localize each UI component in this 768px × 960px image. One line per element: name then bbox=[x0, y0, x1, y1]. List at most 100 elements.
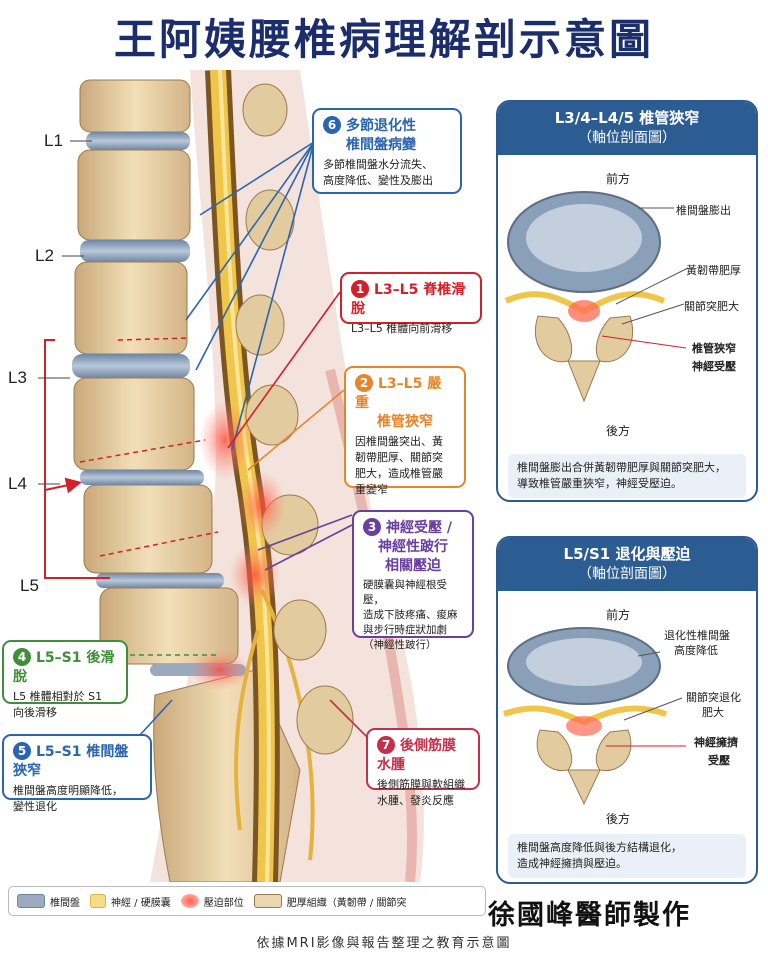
callout-number: 6 bbox=[323, 116, 341, 134]
spine-illustration bbox=[38, 70, 424, 882]
legend-item-disc: 椎間盤 bbox=[17, 894, 80, 909]
caption-line2: 導致椎管嚴重狹窄，神經受壓迫。 bbox=[517, 477, 682, 490]
label-ligamentum-flavum: 黃韌帶肥厚 bbox=[686, 264, 741, 277]
label-degenerative-disc-line2: 高度降低 bbox=[674, 644, 718, 657]
callout-desc-2: 造成下肢疼痛、痠麻 bbox=[363, 609, 458, 621]
legend-label: 壓迫部位 bbox=[203, 897, 244, 909]
label-stenosis: 椎管狹窄 bbox=[692, 342, 736, 355]
label-facet-hypertrophy: 關節突肥大 bbox=[684, 300, 739, 313]
legend-item-nerve: 神經 / 硬膜囊 bbox=[90, 894, 171, 909]
leader-lines bbox=[130, 141, 371, 741]
label-l4: L4 bbox=[8, 474, 27, 493]
callout-number: 1 bbox=[351, 280, 369, 298]
callout-desc-1: 硬膜囊與神經根受壓， bbox=[363, 579, 447, 606]
callout-number: 7 bbox=[377, 736, 395, 754]
callout-desc: L3–L5 椎體向前滑移 bbox=[351, 322, 453, 335]
callout-desc-3: 與步行時症狀加劇 bbox=[363, 624, 447, 636]
callout-title: L5–S1 椎間盤狹窄 bbox=[13, 744, 129, 779]
label-nerve-compression: 神經受壓 bbox=[692, 360, 736, 373]
label-l3: L3 bbox=[8, 368, 27, 387]
callout-number: 5 bbox=[13, 742, 31, 760]
callout-desc-line2: 向後滑移 bbox=[13, 706, 57, 719]
panel-subtitle: （軸位剖面圖） bbox=[578, 566, 676, 582]
callout-desc-line2: 變性退化 bbox=[13, 800, 57, 813]
caption-line2: 造成神經擁擠與壓迫。 bbox=[517, 857, 627, 870]
legend-swatch bbox=[180, 894, 199, 908]
panel-title: L5/S1 退化與壓迫 bbox=[563, 545, 691, 563]
axial-section-2 bbox=[503, 627, 686, 806]
callout-desc: L5 椎體相對於 S1 bbox=[13, 690, 103, 703]
compression-sites bbox=[190, 400, 286, 690]
callout-desc-4: （神經性跛行） bbox=[363, 639, 437, 651]
callout-number: 4 bbox=[13, 648, 31, 666]
label-nerve-crowding: 神經擁擠 bbox=[694, 736, 738, 749]
label-back: 後方 bbox=[606, 812, 631, 826]
label-l5: L5 bbox=[20, 576, 39, 595]
callout-desc-4: 重變窄 bbox=[355, 483, 388, 496]
callout-title-line3: 相關壓迫 bbox=[385, 558, 441, 574]
axial-section-1 bbox=[504, 191, 689, 403]
callout-title: 多節退化性 bbox=[346, 118, 416, 134]
panel-l5-s1-axial: L5/S1 退化與壓迫 （軸位剖面圖） 前方 退化性椎間盤高度降低 關節突退化肥大… bbox=[496, 536, 758, 884]
label-facet-degeneration: 關節突退化 bbox=[686, 691, 741, 704]
callout-title: L5–S1 後滑脫 bbox=[13, 650, 115, 685]
panel-title: L3/4–L4/5 椎管狹窄 bbox=[554, 109, 700, 127]
panel-l3-l5-axial: L3/4–L4/5 椎管狹窄 （軸位剖面圖） 前方 椎間盤膨出 黃韌帶肥厚 關節突… bbox=[496, 100, 758, 502]
callout-desc-2: 韌帶肥厚、關節突 bbox=[355, 451, 443, 464]
label-degenerative-disc: 退化性椎間盤 bbox=[664, 629, 730, 642]
page-title: 王阿姨腰椎病理解剖示意圖 bbox=[113, 15, 654, 64]
legend-label: 肥厚組織（黃韌帶 / 關節突 bbox=[286, 897, 407, 909]
caption-line1: 椎間盤膨出合併黃韌帶肥厚與關節突肥大， bbox=[517, 461, 726, 474]
callout-desc-line2: 高度降低、變性及膨出 bbox=[323, 174, 433, 187]
label-l1: L1 bbox=[44, 131, 63, 150]
l3-l5-bracket bbox=[44, 339, 110, 579]
callout-title-line2: 椎間盤病變 bbox=[346, 137, 416, 153]
panel-caption: 椎間盤高度降低與後方結構退化， 造成神經擁擠與壓迫。 bbox=[508, 834, 746, 878]
l5-dash-line bbox=[99, 531, 219, 557]
callout-desc: 椎間盤高度明顯降低， bbox=[13, 784, 123, 797]
legend-label: 神經 / 硬膜囊 bbox=[111, 897, 171, 909]
label-disc-bulge: 椎間盤膨出 bbox=[676, 204, 731, 217]
panel-subtitle: （軸位剖面圖） bbox=[578, 130, 676, 146]
callout-title-line2: 神經性跛行 bbox=[378, 539, 448, 555]
callout-multilevel-disc: 6 多節退化性 椎間盤病變 多節椎間盤水分流失、高度降低、變性及膨出 bbox=[312, 108, 462, 194]
intervertebral-discs bbox=[72, 132, 246, 676]
callout-number: 2 bbox=[355, 374, 373, 392]
label-front: 前方 bbox=[606, 608, 631, 622]
callout-title: 神經受壓 / bbox=[386, 520, 452, 536]
callout-desc: 多節椎間盤水分流失、 bbox=[323, 158, 433, 171]
legend-swatch bbox=[17, 894, 45, 908]
panel-caption: 椎間盤膨出合併黃韌帶肥厚與關節突肥大， 導致椎管嚴重狹窄，神經受壓迫。 bbox=[508, 454, 746, 498]
callout-number: 3 bbox=[363, 518, 381, 536]
legend-item-hypertrophy: 肥厚組織（黃韌帶 / 關節突 bbox=[253, 894, 407, 909]
posterior-elements bbox=[235, 83, 354, 755]
l4-dash-line bbox=[79, 439, 206, 463]
callout-title: L3–L5 脊椎滑脫 bbox=[351, 282, 466, 317]
legend-swatch bbox=[90, 894, 106, 908]
legend-item-compression: 壓迫部位 bbox=[180, 894, 244, 909]
callout-title: L3–L5 嚴重 bbox=[355, 376, 442, 411]
legend-swatch bbox=[253, 894, 282, 908]
l3-dash-line bbox=[117, 337, 191, 341]
author-credit: 徐國峰醫師製作 bbox=[488, 900, 691, 931]
label-facet-degeneration-line2: 肥大 bbox=[702, 706, 724, 719]
label-l2: L2 bbox=[35, 246, 54, 265]
legend-label: 椎間盤 bbox=[50, 897, 80, 909]
callout-title-line2: 椎管狹窄 bbox=[377, 414, 433, 430]
label-compressed: 受壓 bbox=[708, 754, 730, 767]
label-front: 前方 bbox=[606, 172, 631, 186]
legend: 椎間盤 神經 / 硬膜囊 壓迫部位 肥厚組織（黃韌帶 / 關節突 bbox=[8, 886, 486, 916]
callout-desc-1: 因椎間盤突出、黃 bbox=[355, 435, 443, 448]
footer-note: 依據MRI影像與報告整理之教育示意圖 bbox=[256, 936, 512, 951]
callout-desc-line2: 水腫、發炎反應 bbox=[377, 794, 454, 807]
callout-desc: 後側筋膜與軟組織 bbox=[377, 778, 465, 791]
label-back: 後方 bbox=[606, 424, 631, 438]
caption-line1: 椎間盤高度降低與後方結構退化， bbox=[517, 841, 682, 854]
l4-arrow bbox=[44, 477, 82, 494]
